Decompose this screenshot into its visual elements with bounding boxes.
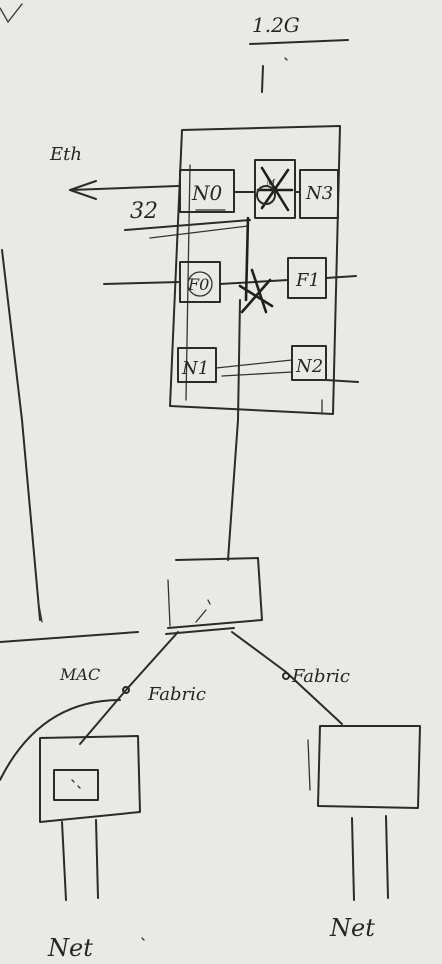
center-switch-box xyxy=(254,159,296,219)
left-net-wire-2 xyxy=(95,819,99,899)
f1-right-link xyxy=(325,275,357,279)
left-vertical-line xyxy=(1,249,41,621)
fabric-right-node xyxy=(282,672,290,680)
n2-right-link xyxy=(325,379,359,383)
crossbar-scribble xyxy=(238,216,274,314)
hub-box xyxy=(167,557,263,629)
fabric-left-label: Fabric xyxy=(147,684,206,705)
net-left-label: Net xyxy=(47,934,93,962)
center-switch-port xyxy=(256,185,276,205)
count-line-2 xyxy=(149,225,249,239)
right-net-wire-1 xyxy=(351,817,355,901)
node-f0-label: F0 xyxy=(187,275,209,294)
node-n2-box xyxy=(291,345,327,381)
left-endpoint-box xyxy=(39,735,141,823)
chip-outline xyxy=(169,125,341,415)
fabric-left-node xyxy=(122,686,130,694)
node-n1-box xyxy=(177,347,217,383)
eth-arrow xyxy=(69,180,179,200)
corner-check-mark xyxy=(0,3,23,24)
mac-curve xyxy=(0,699,121,781)
count-label: 32 xyxy=(130,199,158,224)
fabric-left-link xyxy=(79,631,179,745)
mac-label: MAC xyxy=(59,665,100,684)
speed-label: 1.2G xyxy=(252,13,300,37)
hub-left-side xyxy=(167,579,171,627)
node-n0-label: N0 xyxy=(191,181,223,205)
f0-f1-link xyxy=(219,279,289,285)
fabric-right-label: Fabric xyxy=(291,666,350,687)
n1-n2-link-2 xyxy=(221,371,293,377)
left-line-tick xyxy=(37,599,43,623)
hub-mark xyxy=(195,599,211,623)
eth-label: Eth xyxy=(49,144,82,165)
n1-n2-link-1 xyxy=(215,359,293,369)
node-n3-box xyxy=(299,169,339,219)
left-net-wire-1 xyxy=(61,821,67,901)
node-n1-label: N1 xyxy=(181,358,209,379)
center-switch-scribble xyxy=(256,166,294,212)
right-endpoint-side xyxy=(307,739,311,791)
left-endpoint-inner-box xyxy=(53,769,99,801)
right-net-wire-2 xyxy=(385,815,389,899)
node-f0-ring xyxy=(187,271,213,297)
net-right-label: Net xyxy=(329,914,375,942)
node-f1-label: F1 xyxy=(295,270,320,291)
node-n2-label: N2 xyxy=(295,356,323,377)
divider-line xyxy=(0,631,139,643)
pen-dot xyxy=(284,57,288,61)
speed-underline xyxy=(249,39,349,45)
count-line-1 xyxy=(124,219,251,231)
right-endpoint-box xyxy=(317,725,421,809)
net-left-dot xyxy=(141,937,145,941)
f0-left-link xyxy=(103,281,181,285)
chip-to-hub-line xyxy=(227,299,241,561)
left-endpoint-dots xyxy=(71,779,81,789)
top-link-line xyxy=(261,65,264,93)
node-n3-label: N3 xyxy=(305,183,333,204)
center-switch-label: M xyxy=(265,179,276,189)
